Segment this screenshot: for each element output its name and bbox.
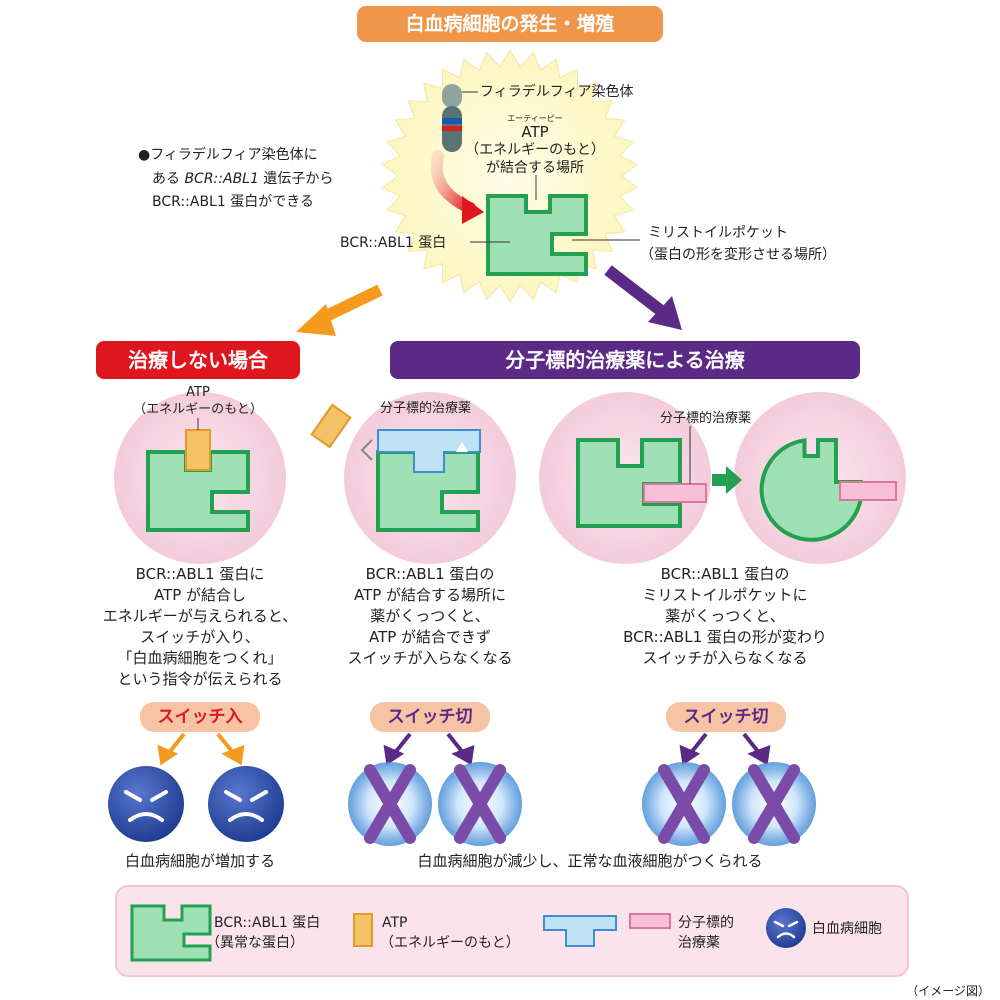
switch-on-badge: スイッチ入: [140, 702, 260, 732]
legend-drug-pink-icon: [629, 913, 671, 929]
desc-line: BCR::ABL1 蛋白に: [135, 565, 265, 583]
legend-atp-label-2: （エネルギーのもと）: [380, 935, 520, 951]
chromosome-icon: [442, 84, 478, 152]
destroyed-cell-icon: [642, 762, 726, 846]
legend-cell-icon: [766, 908, 806, 948]
leukemia-cell-icon: [208, 766, 284, 842]
drug-pink-block-b: [839, 481, 897, 501]
atp-block-panel1: [185, 429, 211, 471]
origin-note-line2: ある BCR::ABL1 遺伝子から: [152, 170, 333, 188]
switch-on-arrows: [157, 732, 245, 766]
desc-line: スイッチが入らなくなる: [642, 649, 808, 667]
panel1-atp-label-2: （エネルギーのもと）: [133, 402, 263, 417]
switch-off-arrows-a: [383, 732, 475, 766]
atp-title: ATP: [521, 123, 549, 141]
atp-block-rejected: [310, 403, 352, 449]
destroyed-cell-icon: [348, 762, 432, 846]
drug-blue-block: [377, 429, 481, 473]
destroyed-cell-icon: [732, 762, 816, 846]
desc-line: ミリストイルポケットに: [642, 586, 808, 604]
drug-pink-block-a: [643, 483, 707, 503]
atp-ruby: エーティーピー: [507, 114, 563, 123]
desc-no-treatment: BCR::ABL1 蛋白に ATP が結合し エネルギーが与えられると、 スイッ…: [90, 564, 310, 690]
legend-protein-icon: [130, 904, 212, 962]
pocket-label-1: ミリストイルポケット: [648, 225, 788, 241]
desc-line: BCR::ABL1 蛋白の: [365, 565, 495, 583]
desc-pocket: BCR::ABL1 蛋白の ミリストイルポケットに 薬がくっつくと、 BCR::…: [590, 564, 860, 669]
no-treatment-header: 治療しない場合: [96, 341, 300, 379]
desc-line: ATP が結合できず: [368, 628, 492, 646]
desc-atp-site: BCR::ABL1 蛋白の ATP が結合する場所に 薬がくっつくと、 ATP …: [320, 564, 540, 669]
purple-arrow: [604, 265, 682, 330]
legend-box: [115, 885, 909, 977]
panel3-drug-label: 分子標的治療薬: [660, 411, 752, 426]
leukemia-cell-icon: [108, 766, 184, 842]
desc-line: BCR::ABL1 蛋白の形が変わり: [623, 628, 827, 646]
pocket-label-2: （蛋白の形を変形させる場所）: [640, 247, 836, 263]
origin-note-gene: BCR::ABL1: [184, 171, 259, 187]
title-banner: 白血病細胞の発生・増殖: [357, 6, 663, 42]
result-treatment: 白血病細胞が減少し、正常な血液細胞がつくられる: [417, 852, 763, 870]
desc-line: ATP が結合し: [153, 586, 247, 604]
switch-off-badge-b: スイッチ切: [666, 702, 786, 732]
result-no-treatment: 白血病細胞が増加する: [124, 852, 275, 870]
legend-atp-label-1: ATP: [382, 915, 408, 931]
legend-drug-blue-icon: [543, 915, 617, 947]
caption: （イメージ図）: [906, 984, 990, 998]
origin-note-line3: BCR::ABL1 蛋白ができる: [152, 194, 314, 210]
legend-protein-label-2: （異常な蛋白）: [206, 935, 304, 951]
desc-line: という指令が伝えられる: [117, 670, 283, 688]
legend-cell-label: 白血病細胞: [812, 921, 882, 937]
desc-line: エネルギーが与えられると、: [102, 607, 298, 625]
atp-sub: （エネルギーのもと）: [465, 142, 605, 158]
panel2-drug-label: 分子標的治療薬: [380, 401, 472, 416]
atp-sub2: が結合する場所: [486, 160, 584, 176]
origin-note-line2-post: 遺伝子から: [258, 171, 334, 187]
destroyed-cell-icon: [438, 762, 522, 846]
legend-atp-icon: [353, 913, 373, 947]
switch-off-badge-a: スイッチ切: [370, 702, 490, 732]
legend-drug-label-1: 分子標的: [678, 915, 734, 931]
legend-drug-label-2: 治療薬: [678, 935, 720, 951]
desc-line: 「白血病細胞をつくれ」: [117, 649, 283, 667]
green-right-arrow: [712, 466, 742, 494]
switch-off-arrows-b: [679, 732, 771, 766]
protein-label: BCR::ABL1 蛋白: [340, 235, 447, 251]
desc-line: スイッチが入り、: [140, 628, 260, 646]
origin-note-line2-pre: ある: [152, 171, 185, 187]
treatment-header: 分子標的治療薬による治療: [390, 341, 860, 379]
desc-line: BCR::ABL1 蛋白の: [660, 565, 790, 583]
desc-line: 薬がくっつくと、: [665, 607, 785, 625]
panel1-atp-label-1: ATP: [186, 385, 210, 400]
desc-line: ATP が結合する場所に: [353, 586, 507, 604]
desc-line: 薬がくっつくと、: [370, 607, 490, 625]
legend-protein-label-1: BCR::ABL1 蛋白: [214, 915, 321, 931]
orange-arrow: [296, 284, 383, 336]
bcr-abl1-protein-main: [486, 194, 588, 276]
chromosome-label: フィラデルフィア染色体: [480, 84, 634, 100]
desc-line: スイッチが入らなくなる: [347, 649, 513, 667]
origin-note-line1: ●フィラデルフィア染色体に: [138, 147, 318, 163]
